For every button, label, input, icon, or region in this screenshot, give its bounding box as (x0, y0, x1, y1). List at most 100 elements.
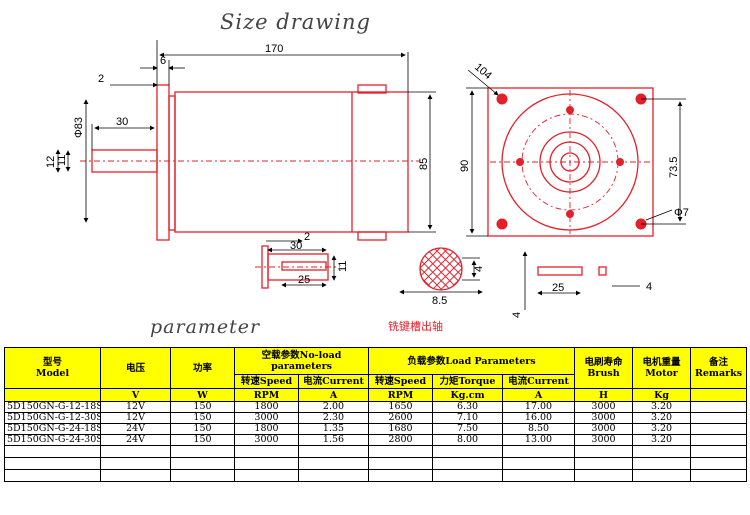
table-cell: 150 (170, 412, 235, 424)
empty-cell (574, 445, 634, 458)
dim-90: 90 (459, 160, 471, 172)
milled-keyway-note: 铣键槽出轴 (388, 319, 443, 333)
unit-cell: H (574, 388, 634, 402)
table-cell: 8.00 (432, 434, 504, 446)
table-cell: 3000 (574, 434, 634, 446)
table-cell: 2600 (368, 412, 434, 424)
col-speed-noload: 转速Speed (234, 374, 299, 389)
empty-cell (170, 457, 235, 470)
key-detail-left: 2 30 25 11 (255, 231, 349, 289)
table-cell: 5D150GN-G-24-18S (4, 423, 101, 435)
empty-cell (100, 457, 171, 470)
brush-cap-bottom (357, 231, 387, 241)
front-view: 104 90 73.5 Φ7 (459, 61, 689, 237)
col-load: 负载参数Load Parameters (368, 347, 576, 375)
dim-85: 85 (418, 158, 430, 170)
table-cell: 2.00 (297, 401, 370, 413)
table-cell: 17.00 (502, 401, 576, 413)
subheader-row: 转速Speed 电流Current 转速Speed 力矩Torque 电流Cur… (5, 374, 747, 389)
col-speed-load: 转速Speed (368, 374, 434, 389)
empty-cell (502, 457, 576, 470)
col-power: 功率 (170, 347, 235, 389)
brush-cap-top (357, 84, 387, 94)
dim-12: 12 (45, 156, 57, 168)
table-cell: 16.00 (502, 412, 576, 424)
key-detail-right: 4 25 4 (511, 251, 652, 318)
table-cell: 3.20 (632, 412, 692, 424)
table-cell (690, 423, 748, 435)
col-current-noload: 电流Current (297, 374, 370, 389)
shaft-section: 4 8.5 铣键槽出轴 (388, 247, 485, 333)
empty-cell (4, 457, 101, 470)
table-cell (690, 412, 748, 424)
dim-2: 2 (98, 73, 104, 85)
empty-row (4, 445, 748, 458)
empty-cell (297, 457, 370, 470)
table-cell: 150 (170, 423, 235, 435)
empty-cell (297, 469, 370, 482)
empty-cell (502, 445, 576, 458)
table-cell: 6.30 (432, 401, 504, 413)
unit-cell: A (297, 388, 370, 402)
empty-cell (502, 469, 576, 482)
empty-cell (632, 457, 692, 470)
empty-cell (632, 445, 692, 458)
dim-key2-4: 4 (511, 312, 523, 318)
table-cell: 3.20 (632, 401, 692, 413)
empty-cell (432, 469, 504, 482)
empty-cell (432, 457, 504, 470)
dim-key-25: 25 (298, 274, 310, 286)
empty-cell (368, 469, 434, 482)
col-brush: 电刷寿命 Brush (574, 347, 634, 389)
empty-cell (574, 469, 634, 482)
dim-key2-height: 4 (646, 281, 652, 293)
units-row: V W RPM A RPM Kg.cm A H Kg (4, 388, 748, 402)
empty-cell (100, 469, 171, 482)
unit-blank (4, 388, 101, 402)
front-flange (487, 87, 654, 237)
keyway-slot (281, 261, 327, 271)
dim-key-30: 30 (290, 240, 302, 252)
size-drawing-title: Size drawing (220, 10, 371, 34)
dim-8-5: 8.5 (432, 295, 447, 307)
key-bar (537, 266, 583, 276)
table-cell: 1800 (234, 401, 299, 413)
table-cell: 1680 (368, 423, 434, 435)
empty-cell (170, 445, 235, 458)
table-cell: 5D150GN-G-12-18S (4, 401, 101, 413)
empty-cell (432, 445, 504, 458)
table-cell: 150 (170, 434, 235, 446)
dim-key2-25: 25 (552, 282, 564, 294)
empty-cell (574, 457, 634, 470)
empty-cell (4, 469, 101, 482)
table-cell: 150 (170, 401, 235, 413)
dim-6: 6 (160, 55, 166, 67)
col-voltage: 电压 (100, 347, 171, 389)
table-cell: 1800 (234, 423, 299, 435)
table-cell: 5D150GN-G-24-30S (4, 434, 101, 446)
dim-phi7: Φ7 (674, 207, 689, 219)
dim-30: 30 (116, 116, 128, 128)
dimension-drawing: 170 6 2 30 Φ83 12 11 85 (45, 40, 689, 333)
dim-104: 104 (472, 61, 494, 82)
dim-170: 170 (265, 43, 283, 55)
empty-cell (368, 445, 434, 458)
col-model: 型号 Model (4, 347, 101, 389)
table-cell: 3000 (234, 434, 299, 446)
bolt-hole-bl (496, 218, 508, 230)
empty-cell (234, 445, 299, 458)
table-cell: 12V (100, 412, 171, 424)
dim-key-2: 2 (304, 231, 310, 243)
dim-73-5: 73.5 (668, 157, 680, 178)
col-remarks: 备注 Remarks (690, 347, 748, 389)
bolt-hole-tl (496, 93, 508, 105)
parameter-title: parameter (150, 316, 261, 338)
table-cell: 5D150GN-G-12-30S (4, 412, 101, 424)
empty-cell (632, 469, 692, 482)
table-cell: 2800 (368, 434, 434, 446)
empty-cell (4, 445, 101, 458)
unit-cell: A (502, 388, 576, 402)
